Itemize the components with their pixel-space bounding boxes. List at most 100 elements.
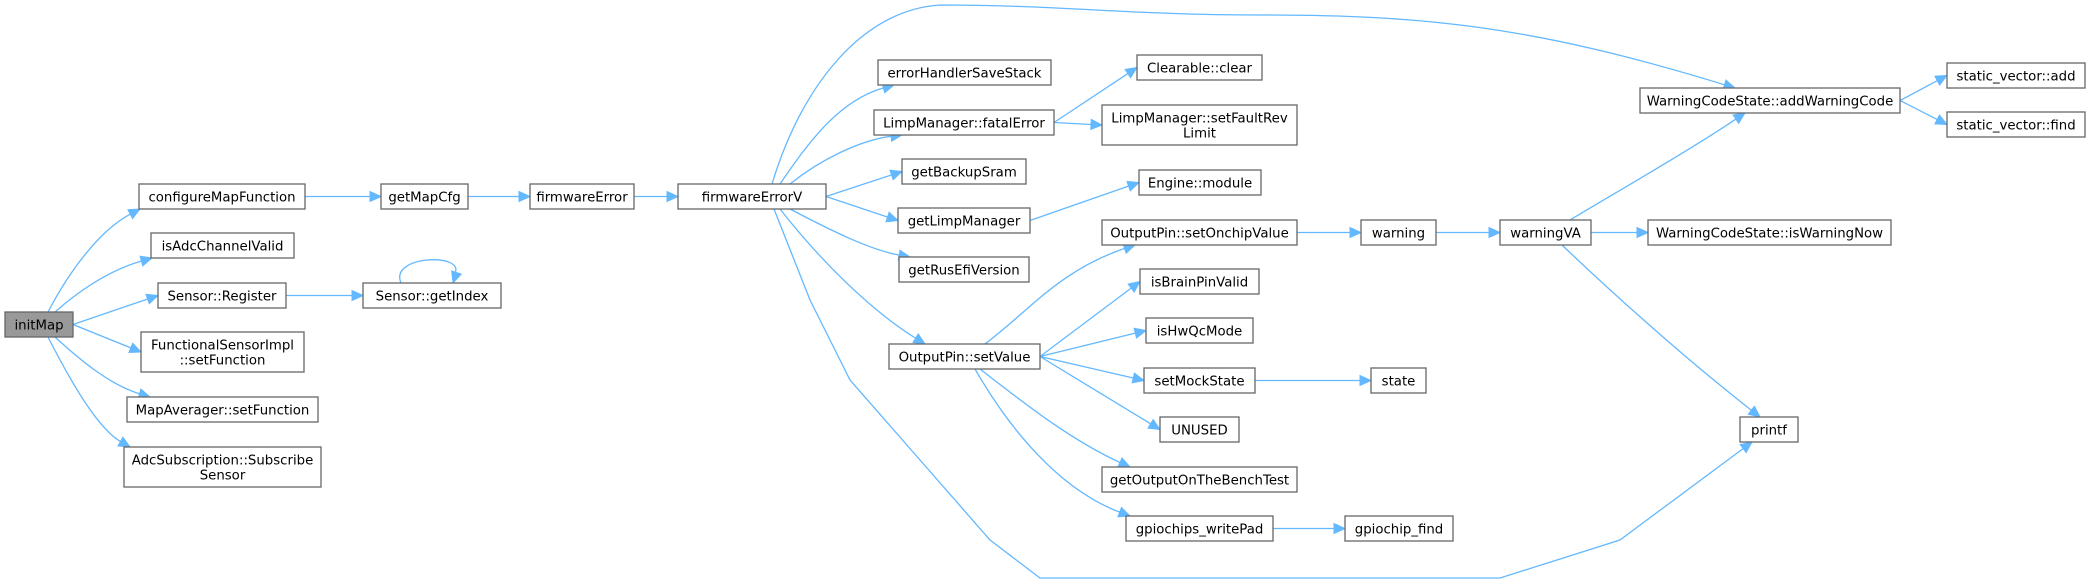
- node-box[interactable]: [138, 183, 306, 210]
- node-errorHandlerSaveStack[interactable]: errorHandlerSaveStack: [877, 59, 1052, 86]
- node-box[interactable]: [1639, 87, 1901, 114]
- node-label: configureMapFunction: [148, 191, 295, 206]
- node-getBackupSram[interactable]: getBackupSram: [901, 158, 1027, 185]
- node-MapAveragerSetFunction[interactable]: MapAverager::setFunction: [126, 396, 319, 423]
- node-box[interactable]: [380, 183, 469, 210]
- node-box[interactable]: [877, 59, 1052, 86]
- node-UNUSED[interactable]: UNUSED: [1159, 416, 1240, 443]
- node-LimpManagerFatalError[interactable]: LimpManager::fatalError: [873, 109, 1055, 136]
- node-box[interactable]: [1360, 219, 1437, 246]
- arrow-head-icon: [351, 289, 365, 302]
- node-box[interactable]: [1139, 268, 1260, 295]
- node-EngineModule[interactable]: Engine::module: [1138, 169, 1262, 196]
- arrow-head-icon: [1124, 66, 1139, 79]
- node-printf[interactable]: printf: [1739, 416, 1799, 443]
- node-label: setMockState: [1154, 375, 1244, 390]
- edge-LimpManagerFatalError-to-ClearableClear: [1053, 66, 1139, 124]
- node-box[interactable]: [1647, 219, 1892, 246]
- node-box[interactable]: [157, 282, 287, 309]
- node-box[interactable]: [126, 396, 319, 423]
- node-initMap[interactable]: initMap: [4, 311, 74, 338]
- node-firmwareError[interactable]: firmwareError: [529, 183, 635, 210]
- node-box[interactable]: [1145, 317, 1254, 344]
- node-warningVA[interactable]: warningVA: [1499, 219, 1592, 246]
- arrow-head-icon: [117, 436, 132, 448]
- node-box[interactable]: [1499, 219, 1592, 246]
- node-box[interactable]: [1136, 54, 1263, 81]
- node-box[interactable]: [529, 183, 635, 210]
- node-SensorGetIndex[interactable]: Sensor::getIndex: [362, 282, 502, 309]
- node-box[interactable]: [1159, 416, 1240, 443]
- edge-SensorGetIndex-to-SensorGetIndex: [399, 259, 463, 285]
- edge-OutputPinSetValue-to-isHwQcMode: [1039, 327, 1148, 358]
- node-warning[interactable]: warning: [1360, 219, 1437, 246]
- node-box[interactable]: [1946, 62, 2086, 89]
- node-box[interactable]: [123, 446, 322, 488]
- node-state[interactable]: state: [1370, 367, 1427, 394]
- node-OutputPinSetValue[interactable]: OutputPin::setValue: [888, 343, 1041, 370]
- node-box[interactable]: [150, 232, 295, 259]
- node-isAdcChannelValid[interactable]: isAdcChannelValid: [150, 232, 295, 259]
- edge-OutputPinSetValue-to-setMockState: [1039, 355, 1146, 384]
- node-WarningCodeStateIsNow[interactable]: WarningCodeState::isWarningNow: [1647, 219, 1892, 246]
- node-OutputPinSetOnchipValue[interactable]: OutputPin::setOnchipValue: [1101, 219, 1298, 246]
- node-getOutputOnTheBenchTest[interactable]: getOutputOnTheBenchTest: [1101, 466, 1298, 493]
- node-box[interactable]: [677, 183, 827, 210]
- node-WarningCodeStateAdd[interactable]: WarningCodeState::addWarningCode: [1639, 87, 1901, 114]
- node-SensorRegister[interactable]: Sensor::Register: [157, 282, 287, 309]
- node-firmwareErrorV[interactable]: firmwareErrorV: [677, 183, 827, 210]
- node-getLimpManager[interactable]: getLimpManager: [897, 207, 1031, 234]
- edge-line: [54, 336, 141, 395]
- node-setMockState[interactable]: setMockState: [1143, 367, 1256, 394]
- node-box[interactable]: [1946, 111, 2086, 138]
- node-box[interactable]: [362, 282, 502, 309]
- arrow-head-icon: [885, 211, 900, 223]
- arrow-head-icon: [1488, 226, 1502, 239]
- node-FunctionalSensorImpl[interactable]: FunctionalSensorImpl::setFunction: [140, 331, 305, 373]
- edge-line: [1039, 355, 1135, 379]
- arrow-head-icon: [518, 190, 532, 203]
- node-ClearableClear[interactable]: Clearable::clear: [1136, 54, 1263, 81]
- node-box[interactable]: [1370, 367, 1427, 394]
- edge-line: [1039, 332, 1137, 358]
- node-getMapCfg[interactable]: getMapCfg: [380, 183, 469, 210]
- node-gpiochipsWritePad[interactable]: gpiochips_writePad: [1125, 515, 1274, 542]
- edge-line: [54, 260, 143, 313]
- arrow-head-icon: [1131, 372, 1146, 384]
- node-box[interactable]: [873, 109, 1055, 136]
- node-box[interactable]: [1101, 104, 1298, 146]
- arrow-head-icon: [1127, 280, 1141, 294]
- node-isHwQcMode[interactable]: isHwQcMode: [1145, 317, 1254, 344]
- node-box[interactable]: [4, 311, 74, 338]
- node-getRusEfiVersion[interactable]: getRusEfiVersion: [898, 256, 1030, 283]
- node-box[interactable]: [1101, 466, 1298, 493]
- node-label: getLimpManager: [908, 215, 1021, 230]
- edge-line: [1029, 185, 1130, 222]
- edge-line: [979, 368, 1122, 464]
- node-box[interactable]: [1344, 515, 1454, 542]
- node-box[interactable]: [1101, 219, 1298, 246]
- node-gpiochipFind[interactable]: gpiochip_find: [1344, 515, 1454, 542]
- node-configureMapFunction[interactable]: configureMapFunction: [138, 183, 306, 210]
- node-box[interactable]: [897, 207, 1031, 234]
- node-label: LimpManager::setFaultRev: [1111, 112, 1288, 127]
- node-staticVectorFind[interactable]: static_vector::find: [1946, 111, 2086, 138]
- edge-getLimpManager-to-EngineModule: [1029, 180, 1141, 222]
- node-label: Engine::module: [1148, 177, 1252, 192]
- node-box[interactable]: [1739, 416, 1799, 443]
- node-box[interactable]: [888, 343, 1041, 370]
- node-box[interactable]: [1143, 367, 1256, 394]
- node-isBrainPinValid[interactable]: isBrainPinValid: [1139, 268, 1260, 295]
- node-box[interactable]: [1138, 169, 1262, 196]
- node-box[interactable]: [1125, 515, 1274, 542]
- edge-firmwareErrorV-to-getBackupSram: [825, 169, 904, 198]
- node-box[interactable]: [140, 331, 305, 373]
- node-box[interactable]: [898, 256, 1030, 283]
- node-label: WarningCodeState::isWarningNow: [1656, 227, 1883, 242]
- node-label: getRusEfiVersion: [908, 264, 1020, 279]
- edge-firmwareErrorV-to-WarningCodeStateAdd: [771, 4, 1737, 185]
- node-staticVectorAdd[interactable]: static_vector::add: [1946, 62, 2086, 89]
- node-box[interactable]: [901, 158, 1027, 185]
